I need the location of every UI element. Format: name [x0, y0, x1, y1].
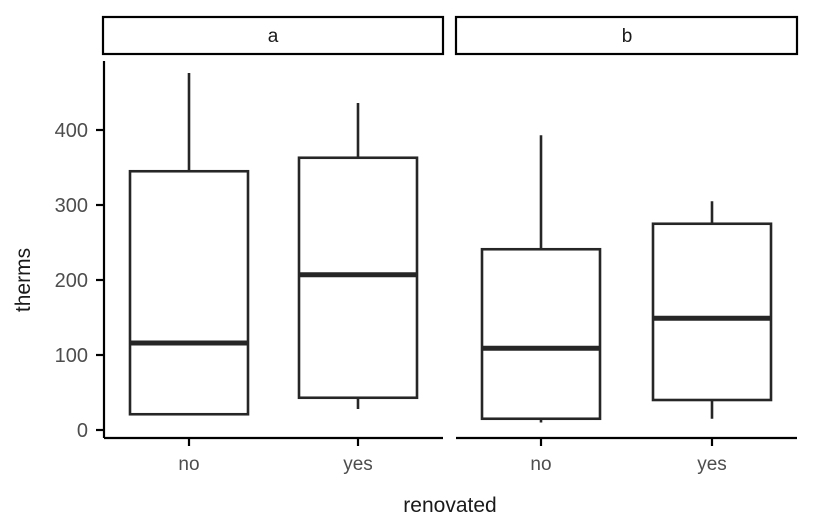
y-tick-label-0: 0 — [77, 420, 88, 442]
box-iqr-a-no — [128, 169, 250, 416]
strip-box-a — [101, 15, 445, 56]
x-axis-title: renovated — [403, 494, 496, 517]
y-axis-title: therms — [12, 248, 35, 312]
y-tick-label-100: 100 — [55, 345, 88, 367]
y-tick-label-400: 400 — [55, 120, 88, 142]
facet-strip-b: b — [454, 15, 799, 56]
facet-strip-a: a — [101, 15, 445, 56]
box-iqr-a-yes — [297, 156, 419, 400]
boxplot-series-layer — [128, 73, 773, 423]
x-tick-label-a-no: no — [178, 454, 199, 475]
x-axis-panel-b: no yes — [456, 436, 797, 475]
boxplot-b-yes — [651, 201, 773, 419]
facet-group-a — [128, 73, 419, 416]
x-tick-label-b-yes: yes — [697, 454, 727, 475]
box-iqr-b-no — [480, 247, 602, 421]
boxplot-b-no — [480, 135, 602, 423]
y-tick-label-200: 200 — [55, 270, 88, 292]
strip-box-b — [454, 15, 799, 56]
facet-group-b — [480, 135, 773, 423]
strip-label-b: b — [622, 26, 633, 47]
y-axis: 0 100 200 300 400 therms — [12, 61, 106, 442]
strip-label-a: a — [268, 26, 279, 47]
box-iqr-b-yes — [651, 222, 773, 402]
x-tick-label-b-no: no — [530, 454, 551, 475]
boxplot-a-no — [128, 73, 250, 416]
y-tick-label-300: 300 — [55, 195, 88, 217]
boxplot-a-yes — [297, 103, 419, 409]
x-axis-panel-a: no yes — [104, 436, 443, 475]
x-tick-label-a-yes: yes — [343, 454, 373, 475]
